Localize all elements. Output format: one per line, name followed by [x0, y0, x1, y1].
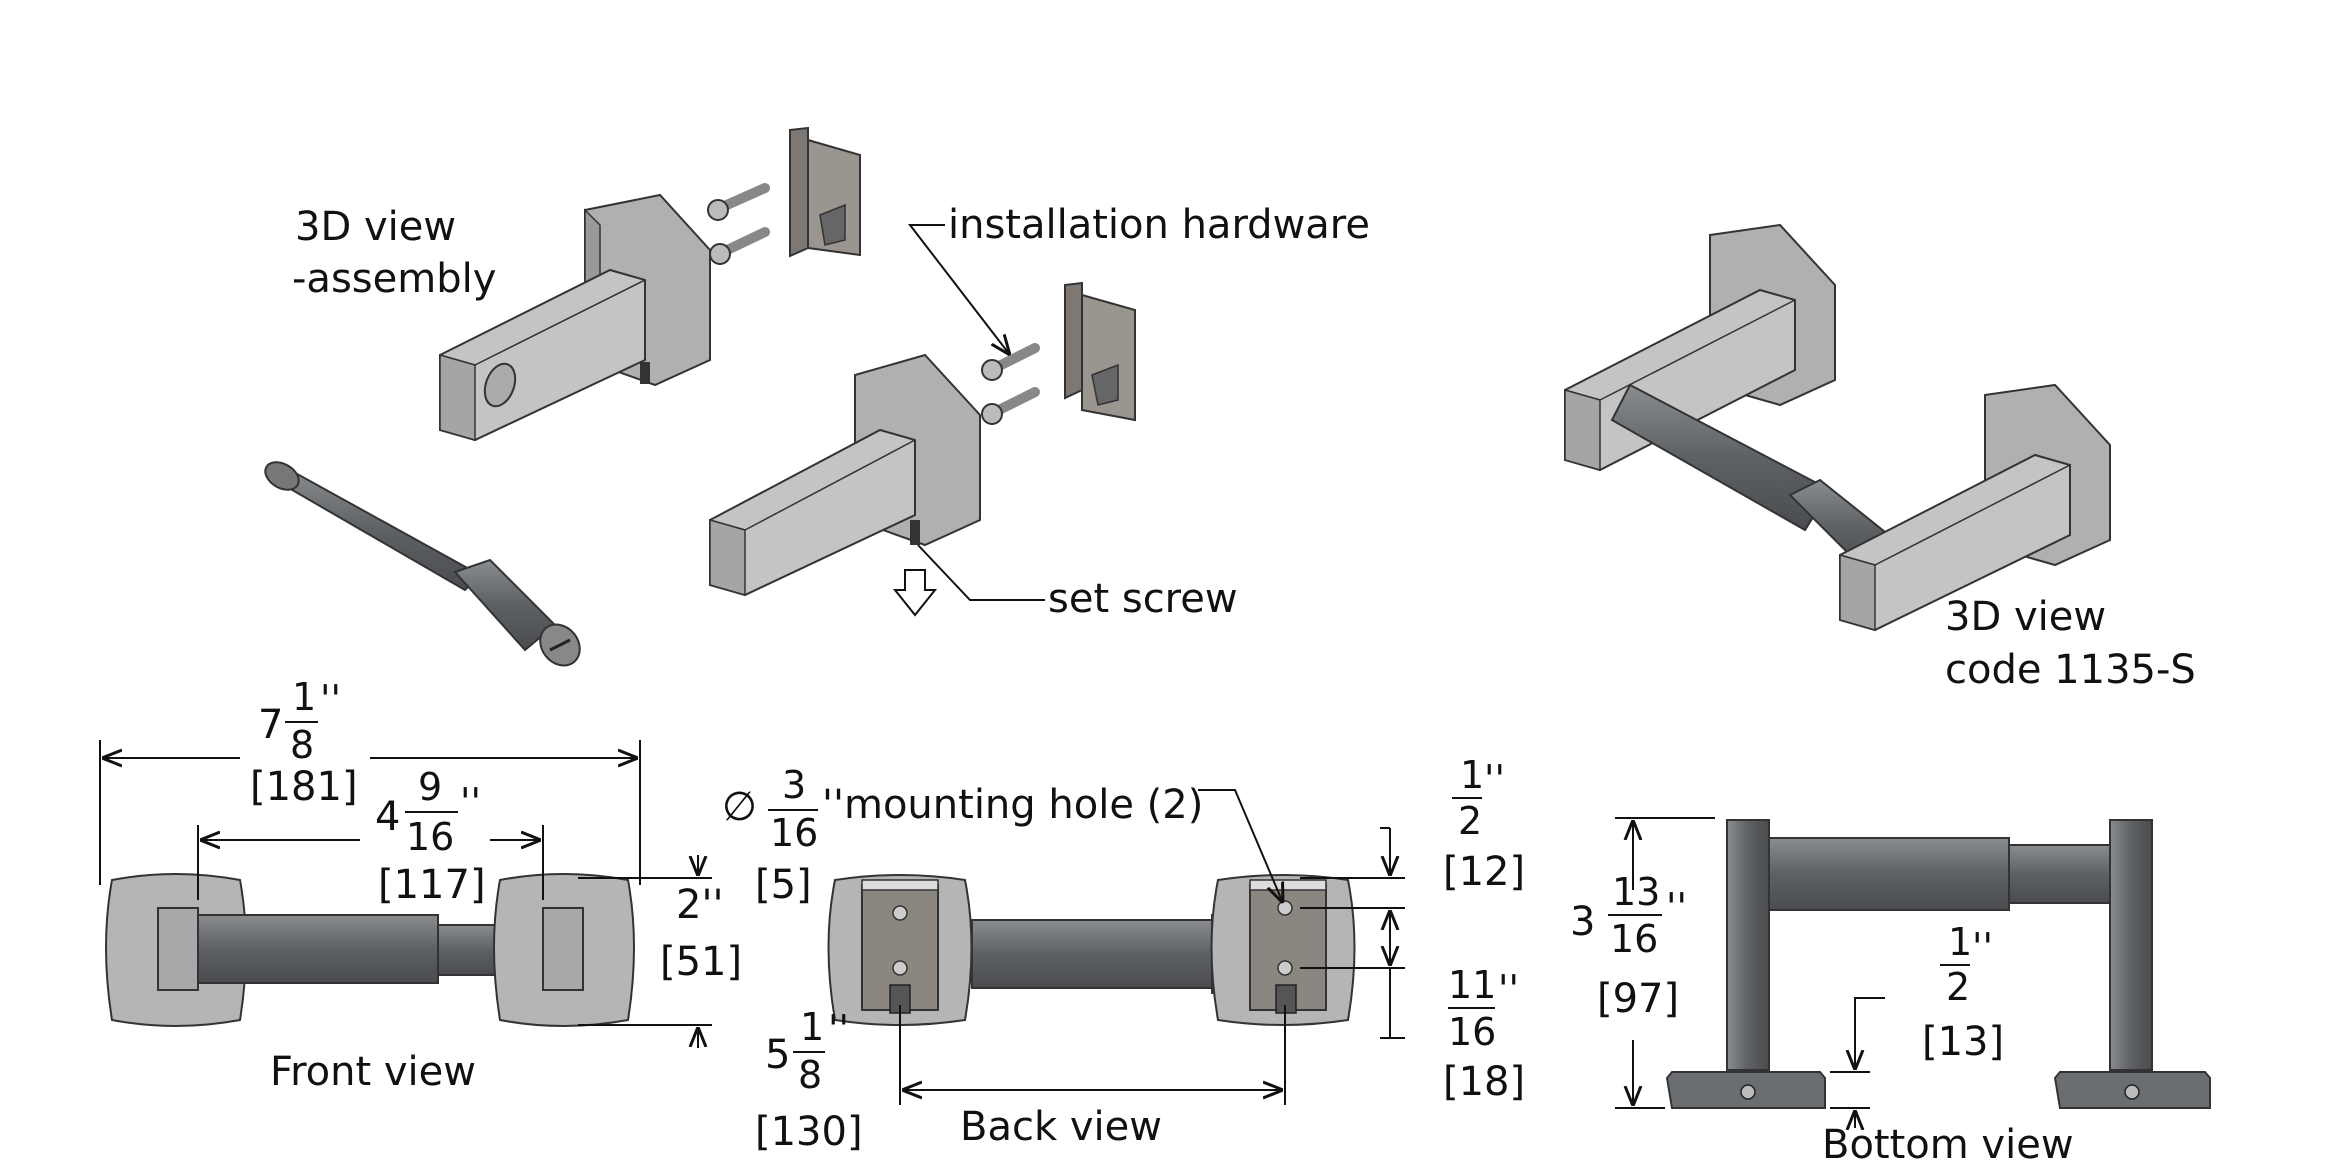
top-num: 1 [1460, 753, 1484, 797]
hole-num: 3 [782, 763, 806, 807]
height-mm: [51] [660, 939, 742, 985]
product-code: code 1135-S [1945, 647, 2196, 693]
overall-den: 8 [290, 723, 314, 767]
front-view-drawing [105, 873, 635, 1027]
back-view-title: Back view [960, 1104, 1162, 1150]
overall-mm: [181] [250, 764, 358, 810]
back-whole: 5 [765, 1032, 790, 1078]
base-mm: [13] [1922, 1019, 2004, 1065]
diameter-symbol: ∅ [722, 784, 757, 830]
assembly-subtitle: -assembly [292, 256, 496, 302]
depth-mm: [97] [1597, 976, 1679, 1022]
back-view-drawing [827, 874, 1356, 1026]
base-num: 1 [1948, 920, 1972, 964]
assembly-screws-top [707, 183, 770, 265]
complete-3d-view [1564, 223, 2111, 632]
depth-den: 16 [1610, 917, 1658, 961]
assembly-right-bracket [709, 353, 981, 597]
assembly-screws-right [981, 343, 1040, 425]
base-den: 2 [1946, 965, 1970, 1009]
spacing-den: 16 [1448, 1010, 1496, 1054]
assembly-roller [264, 461, 581, 667]
installation-hardware-label: installation hardware [948, 202, 1370, 248]
installation-hardware-leader [907, 224, 1010, 355]
bottom-view-drawing [1665, 819, 2211, 1109]
depth-num: 13 [1612, 870, 1660, 914]
hole-mm: [5] [755, 862, 812, 908]
overall-whole: 7 [258, 702, 283, 748]
base-arrow-top [1855, 997, 1885, 1070]
back-inch: '' [828, 1007, 849, 1051]
assembly-left-bracket [439, 193, 711, 442]
back-num: 1 [800, 1005, 824, 1049]
inner-inch: '' [460, 780, 481, 824]
front-view-title: Front view [270, 1049, 476, 1095]
back-mm: [130] [755, 1109, 863, 1155]
top-den: 2 [1458, 799, 1482, 843]
base-inch: '' [1972, 925, 1993, 969]
overall-inch: '' [320, 677, 341, 721]
spacing-inch: '' [1498, 967, 1519, 1011]
inner-mm: [117] [378, 862, 486, 908]
assembly-title: 3D view [295, 204, 456, 250]
top-inch: '' [1484, 757, 1505, 801]
back-den: 8 [798, 1053, 822, 1097]
down-arrow-icon [892, 569, 938, 617]
spacing-num: 11 [1448, 963, 1496, 1007]
view3d-title: 3D view [1945, 594, 2106, 640]
inner-whole: 4 [375, 794, 400, 840]
hole-den: 16 [770, 811, 818, 855]
set-screw-leader [917, 544, 1045, 601]
set-screw-label: set screw [1048, 576, 1238, 622]
inner-den: 16 [406, 815, 454, 859]
assembly-clip-top [789, 126, 861, 258]
depth-whole: 3 [1570, 899, 1595, 945]
mounting-hole-label: ''mounting hole (2) [822, 782, 1203, 828]
height-in: 2'' [676, 882, 723, 928]
overall-num: 1 [292, 675, 316, 719]
spacing-mm: [18] [1443, 1059, 1525, 1105]
depth-inch: '' [1666, 885, 1687, 929]
top-mm: [12] [1443, 849, 1525, 895]
mounting-hole-leader [1198, 789, 1283, 903]
inner-num: 9 [418, 765, 442, 809]
assembly-clip-right [1064, 281, 1136, 422]
bottom-view-title: Bottom view [1822, 1122, 2074, 1162]
